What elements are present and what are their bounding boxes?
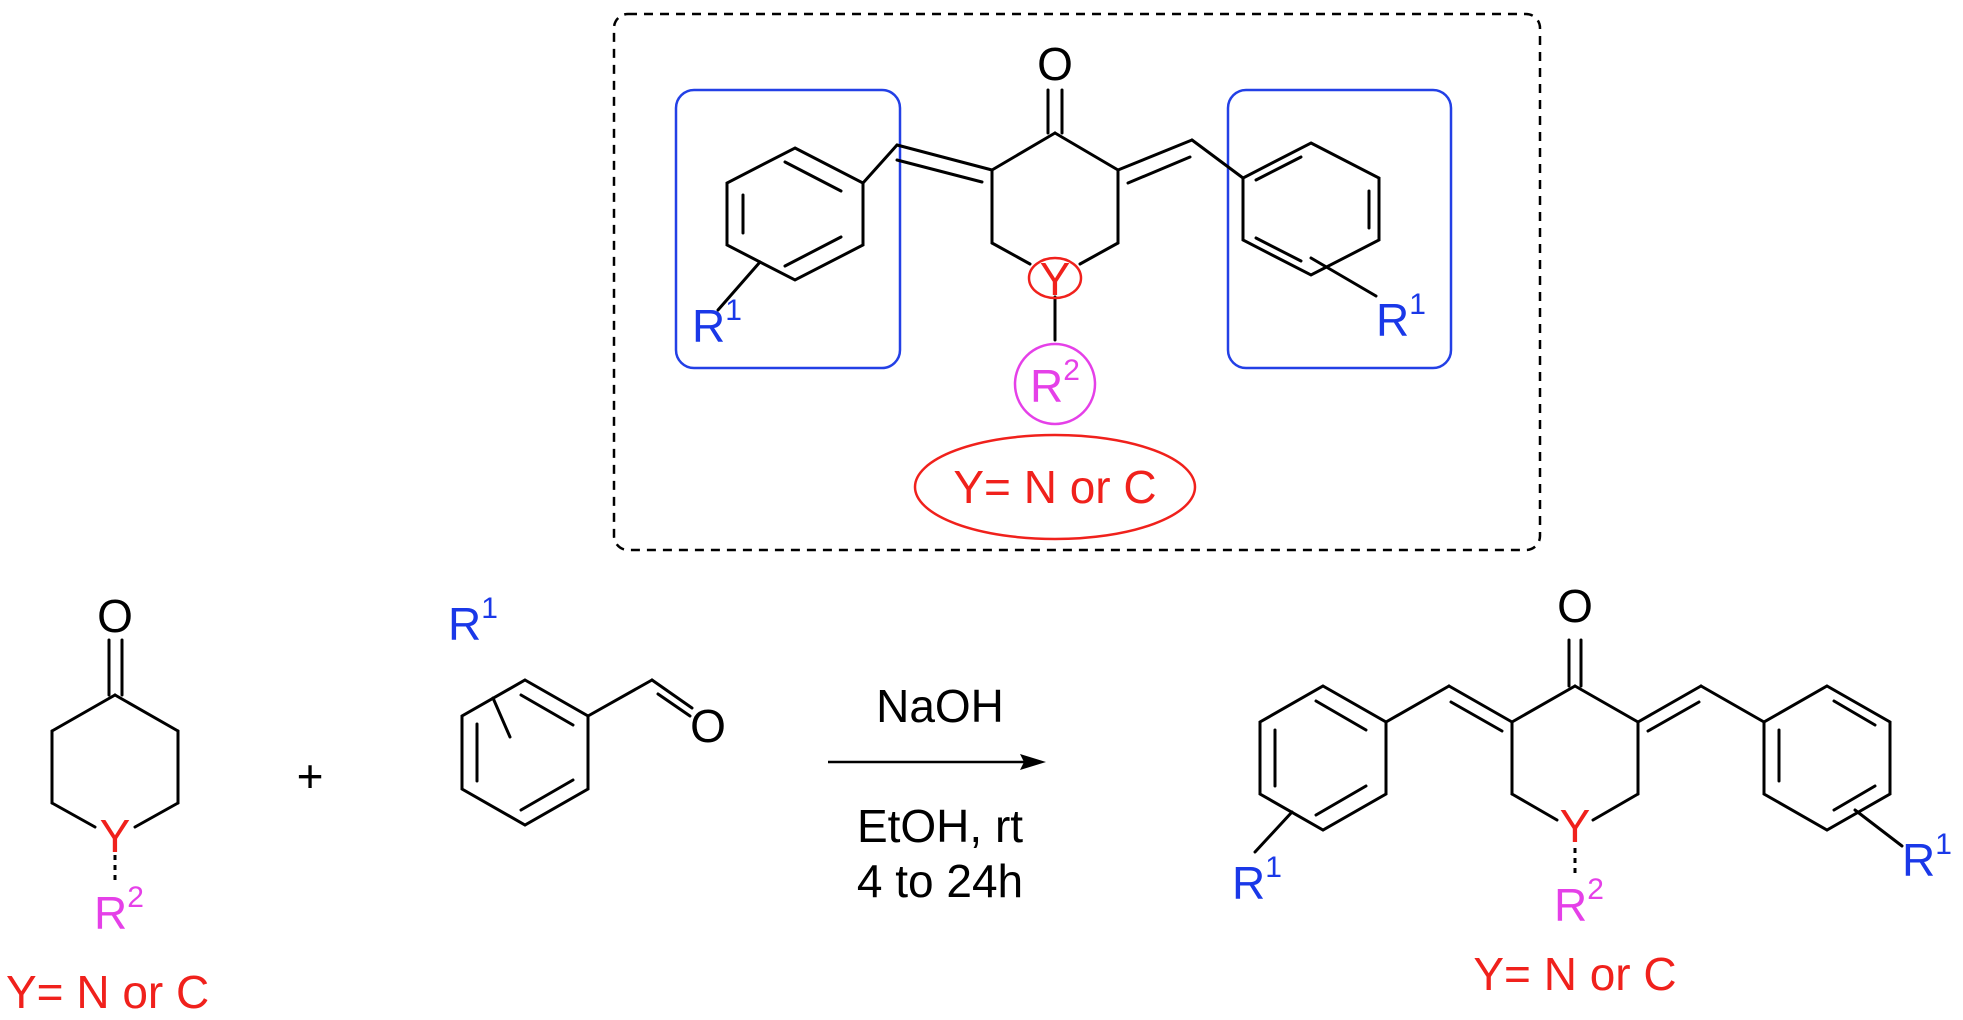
left-benzene-ring	[716, 146, 865, 312]
central-dienone-ring	[861, 88, 1245, 342]
aldehyde-reactant: O R1	[448, 592, 726, 827]
plus-sign: +	[297, 750, 324, 802]
y-atom-highlight-ring	[1027, 256, 1083, 300]
r2-highlight-ring	[1013, 342, 1097, 426]
product-structure: O Y R1 R1 R2 Y= N or C	[1232, 580, 1952, 1000]
solvent-label: EtOH, rt	[857, 800, 1023, 852]
time-label: 4 to 24h	[857, 855, 1023, 907]
top-right-r1-label: R1	[1376, 288, 1426, 346]
reaction-arrow	[828, 754, 1046, 770]
reagent-label: NaOH	[876, 680, 1004, 732]
right-benzene-ring	[1241, 141, 1381, 298]
product-y-atom-label: Y	[1560, 800, 1591, 852]
top-carbonyl-oxygen-label: O	[1037, 38, 1073, 90]
product-left-r1-label: R1	[1232, 851, 1282, 909]
y-definition-highlight-ring	[913, 433, 1197, 541]
product-oxygen-label: O	[1557, 580, 1593, 632]
pharmacophore-structure: O Y R1 R1 R2 Y= N or C	[612, 12, 1542, 552]
dashed-frame	[612, 12, 1542, 552]
product-r2-label: R2	[1554, 873, 1604, 931]
top-y-definition-label: Y= N or C	[953, 461, 1156, 513]
reactant-r2-label: R2	[94, 881, 144, 939]
top-y-atom-label: Y	[1040, 253, 1071, 305]
top-left-r1-label: R1	[692, 294, 742, 352]
top-r2-label: R2	[1030, 354, 1080, 412]
product-right-r1-label: R1	[1902, 828, 1952, 886]
left-aryl-highlight-box	[674, 88, 902, 370]
aldehyde-oxygen-label: O	[690, 700, 726, 752]
aldehyde-r1-label: R1	[448, 592, 498, 650]
reactant-y-definition-label: Y= N or C	[6, 966, 209, 1018]
reactant-oxygen-label: O	[97, 590, 133, 642]
ketone-reactant: O Y R2 Y= N or C	[6, 590, 209, 1018]
reactant-y-atom-label: Y	[100, 810, 131, 862]
product-y-definition-label: Y= N or C	[1473, 948, 1676, 1000]
right-aryl-highlight-box	[1226, 88, 1453, 370]
